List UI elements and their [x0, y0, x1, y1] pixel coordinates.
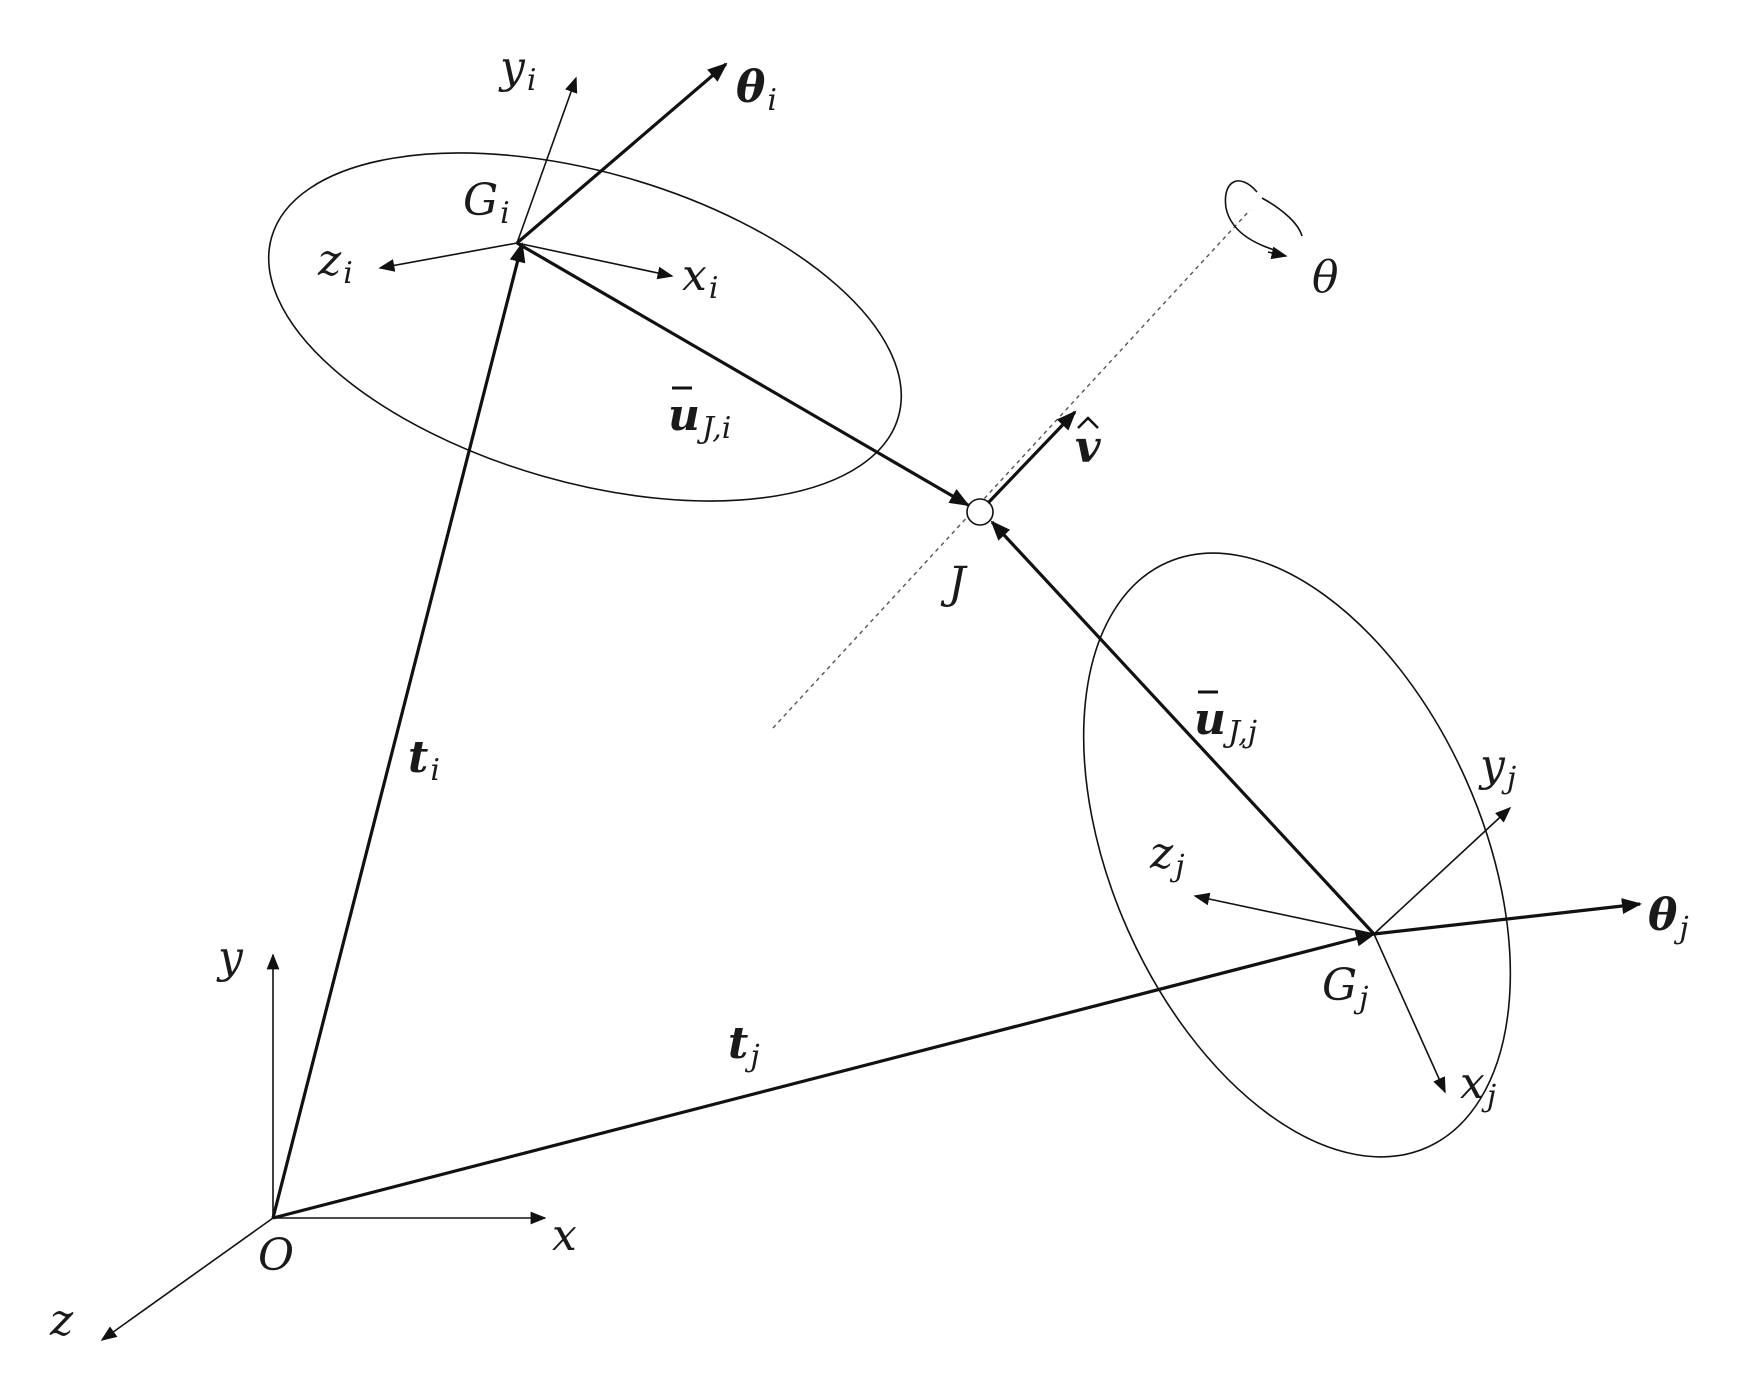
label-v-hat: v — [1075, 416, 1101, 473]
svg-text:uJ,j: uJ,j — [1194, 694, 1257, 750]
label-u-J-i: uJ,i — [668, 386, 731, 446]
label-origin-O: O — [258, 1230, 294, 1281]
label-z-global: z — [49, 1295, 74, 1346]
label-theta-i: θi — [736, 62, 777, 118]
label-z-i: zi — [317, 235, 353, 291]
vector-theta-i — [515, 62, 728, 245]
label-x-i: xi — [682, 250, 718, 306]
label-y-global: y — [216, 932, 244, 983]
vector-theta-j — [1373, 898, 1642, 936]
label-x-j: xj — [1460, 1058, 1496, 1114]
global-z-axis — [100, 1217, 274, 1341]
svg-text:v: v — [1075, 422, 1101, 473]
vector-v-hat — [986, 410, 1077, 505]
label-t-i: ti — [408, 732, 440, 788]
svg-text:uJ,i: uJ,i — [668, 390, 731, 446]
label-y-j: yj — [1478, 740, 1516, 796]
local-z-i-axis — [378, 242, 518, 272]
rotation-arc-tail — [1261, 197, 1303, 237]
label-u-J-j: uJ,j — [1194, 690, 1257, 750]
label-t-j: tj — [728, 1018, 760, 1074]
rotation-arrow — [1267, 246, 1288, 260]
label-G-i: Gi — [463, 175, 510, 231]
label-G-j: Gj — [1322, 960, 1368, 1016]
vector-t-j — [272, 930, 1376, 1220]
local-z-j-axis — [1193, 892, 1375, 935]
label-theta-j: θj — [1648, 890, 1689, 946]
local-y-i-axis — [516, 76, 578, 244]
local-x-i-axis — [516, 242, 674, 280]
body-j-ellipse — [1082, 552, 1512, 1158]
vector-u-J-j — [990, 520, 1376, 936]
body-i-ellipse — [267, 152, 903, 502]
local-x-j-axis — [1373, 933, 1446, 1094]
local-y-j-axis — [1373, 806, 1512, 935]
joint-J-circle — [966, 498, 994, 526]
vector-u-J-i — [516, 241, 970, 507]
label-z-j: zj — [1149, 828, 1185, 884]
label-J: J — [940, 558, 968, 609]
label-y-i: yi — [498, 42, 536, 98]
label-theta: θ — [1312, 252, 1339, 303]
rotation-arc-icon — [1224, 180, 1281, 253]
vector-t-i — [271, 242, 526, 1219]
label-x-global: x — [552, 1210, 577, 1261]
joint-axis-dashed — [772, 209, 1251, 729]
